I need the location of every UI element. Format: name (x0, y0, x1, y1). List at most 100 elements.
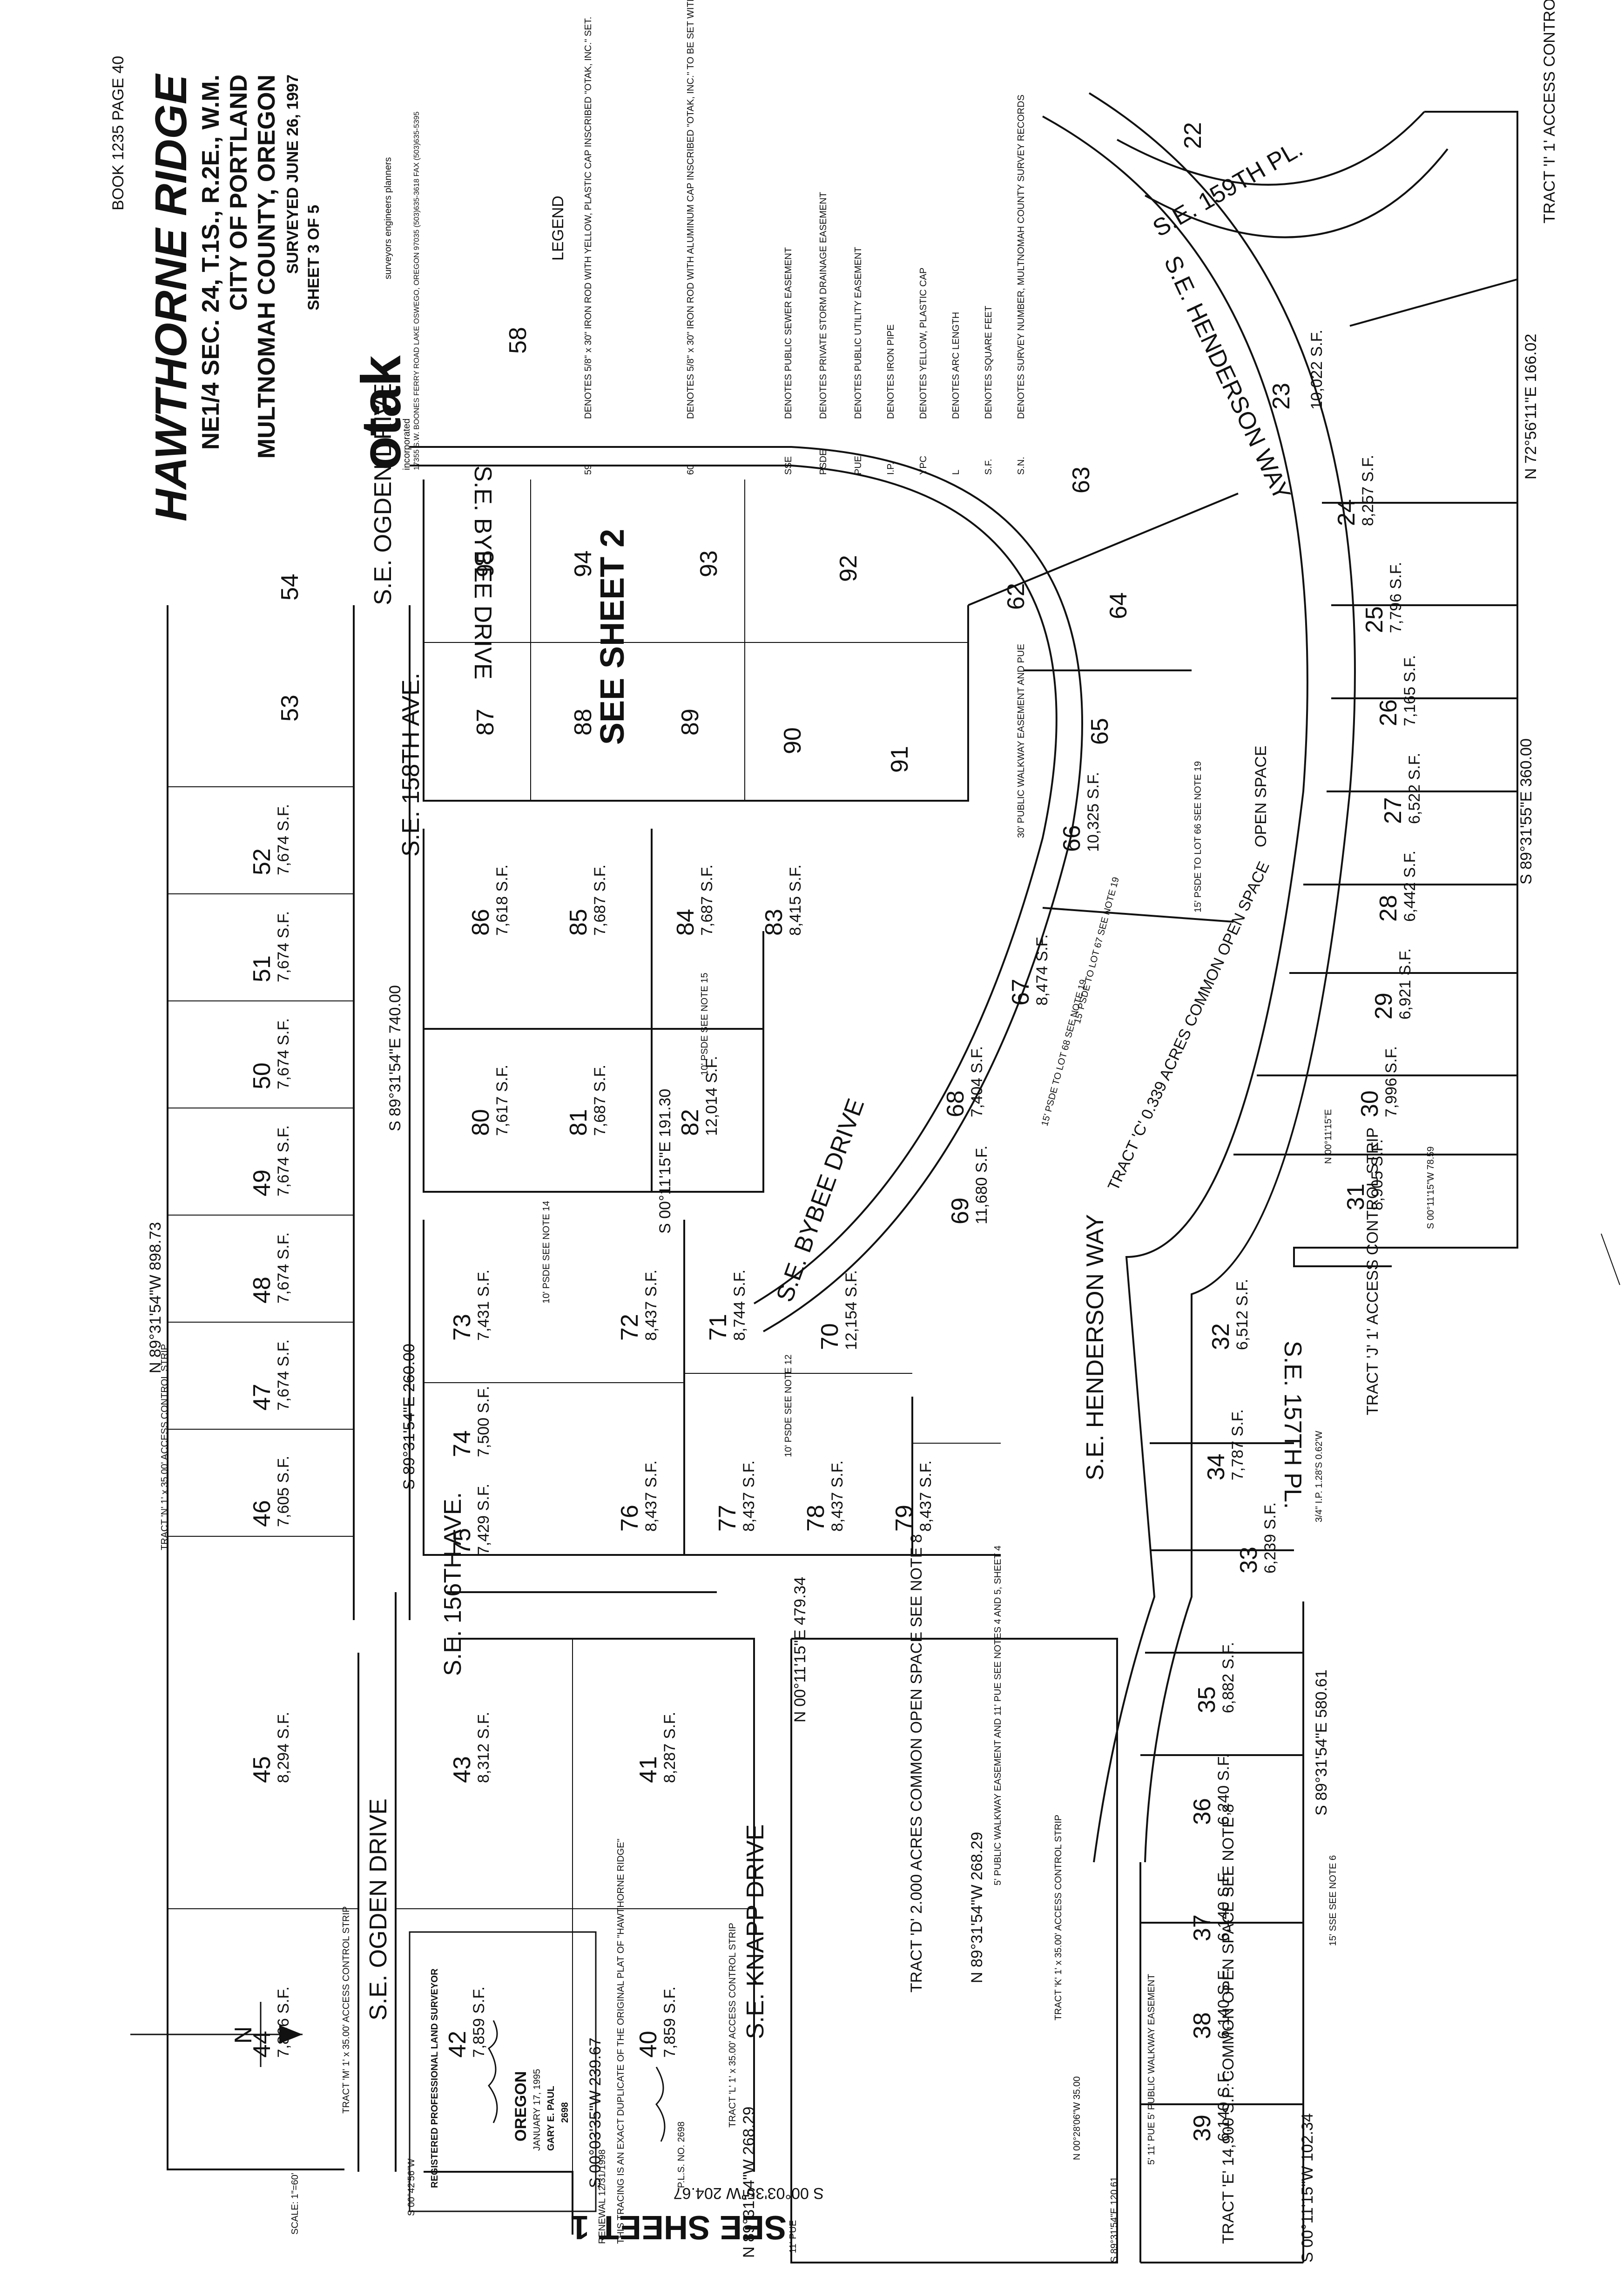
lot-area: 6,140 S.F. (1215, 1968, 1233, 2039)
tracing-statement: THIS TRACING IS AN EXACT DUPLICATE OF TH… (616, 1838, 626, 2244)
street-name: S.E. HENDERSON WAY (1082, 1214, 1109, 1480)
legend-text: DENOTES SQUARE FEET (984, 306, 994, 419)
easement-note: 5' PUBLIC WALKWAY EASEMENT AND 11' PUE S… (993, 1546, 1003, 1885)
lot-number: 70 (816, 1323, 843, 1350)
lot-labels: 22 23 10,022 S.F. 24 8,257 S.F. 25 7,796… (249, 122, 1423, 2142)
tract-label: TRACT 'K' 1' x 35.00' ACCESS CONTROL STR… (1053, 1815, 1064, 2020)
lot-area: 7,796 S.F. (1387, 562, 1405, 633)
scan-mark (1601, 1233, 1620, 1285)
legend-text: DENOTES YELLOW, PLASTIC CAP (918, 268, 929, 419)
street-name: S.E. 159TH PL. (1148, 135, 1307, 243)
lot-number: 39 (1189, 2115, 1216, 2142)
lot-number: 24 (1333, 499, 1360, 526)
lot-area: 7,674 S.F. (275, 1018, 292, 1089)
lot-number: 68 (942, 1090, 969, 1117)
firm-tagline: surveyors engineers planners (383, 157, 393, 279)
street-curve (410, 465, 1058, 1304)
lot-number: 40 (635, 2031, 662, 2058)
bearing-label: S 89°31'54"E 120.61 (1109, 2176, 1119, 2263)
block-line (423, 1220, 1001, 1556)
lot-number: 43 (449, 1756, 476, 1783)
lot-area: 8,437 S.F. (642, 1460, 660, 1532)
lot-number: 26 (1375, 699, 1402, 726)
lot-area: 12,014 S.F. (703, 1056, 721, 1136)
lot-number: 58 (505, 327, 532, 354)
lot-area: 7,674 S.F. (275, 804, 292, 875)
bearing-label: N 00°11'15"E 479.34 (791, 1577, 809, 1723)
lot-number: 90 (779, 727, 806, 754)
tract-label: TRACT 'E' 14,900 S.F. COMMON OPEN SPACE … (1220, 1804, 1237, 2244)
scale-north: SCALE: 1"=60' N (130, 2002, 303, 2235)
lot-area: 6,140 S.F. (1215, 2070, 1233, 2142)
pls-number: P.L.S. NO. 2698 (676, 2121, 687, 2188)
bearing-label: S 00°03'35"W 204.67 (674, 2184, 824, 2202)
lot-number: 48 (249, 1277, 276, 1304)
easement-note: 3/4" I.P. 1.28'S 0.62'W (1314, 1431, 1324, 1522)
lot-number: 76 (616, 1505, 643, 1532)
legend-key: S.F. (984, 459, 994, 475)
legend-text: DENOTES PUBLIC SEWER EASEMENT (783, 247, 794, 419)
lot-number: 31 (1342, 1183, 1369, 1210)
sheet-references: SEE SHEET 2 SEE SHEET 1 (571, 529, 787, 2246)
lot-number: 87 (472, 709, 499, 736)
tract-boundary (790, 1638, 1118, 2263)
legend-key: S.N. (1016, 457, 1026, 475)
lot-number: 35 (1193, 1686, 1220, 1713)
plat-linework (167, 92, 1518, 2263)
legend-key: 59 (583, 465, 593, 475)
lot-number: 27 (1380, 797, 1407, 824)
bearing-label: N 72°56'11"E 166.02 (1522, 334, 1540, 480)
legend-heading: LEGEND (549, 196, 567, 261)
renewal-date: RENEWAL 12/31/1998 (597, 2149, 607, 2244)
lot-number: 93 (695, 550, 722, 577)
easement-note: 10' PSDE SEE NOTE 15 (700, 973, 710, 1075)
survey-date: SURVEYED JUNE 26, 1997 (284, 74, 302, 274)
lot-number: 75 (449, 1528, 476, 1555)
lot-number: 36 (1189, 1798, 1216, 1825)
tract-label: TRACT 'C' 0.339 ACRES COMMON OPEN SPACE (1105, 859, 1273, 1193)
lot-number: 37 (1189, 1914, 1216, 1941)
easement-note: 15' PSDE TO LOT 66 SEE NOTE 19 (1193, 761, 1203, 912)
lot-number: 53 (276, 695, 303, 722)
legend-key: I.P. (886, 462, 896, 475)
bearing-label: S 00°42'56"W (406, 2158, 417, 2216)
lot-area: 7,687 S.F. (698, 865, 716, 936)
lot-area: 8,437 S.F. (917, 1460, 935, 1532)
legend-text: DENOTES IRON PIPE (886, 324, 896, 419)
lot-area: 8,474 S.F. (1033, 934, 1051, 1006)
lot-area: 8,744 S.F. (731, 1270, 748, 1341)
boundary-line (1424, 111, 1518, 219)
lot-number: 47 (249, 1384, 276, 1411)
lot-area: 8,437 S.F. (642, 1270, 660, 1341)
lot-area: 6,442 S.F. (1401, 851, 1419, 922)
lot-area: 10,325 S.F. (1085, 772, 1102, 852)
firm-logo: otak (350, 355, 412, 470)
lot-number: 30 (1356, 1090, 1383, 1117)
lot-number: 63 (1068, 466, 1095, 493)
bearing-label: N 00°11'15"E (1323, 1109, 1334, 1164)
lot-area: 7,687 S.F. (591, 1065, 609, 1136)
stamp-line: 2698 (560, 2102, 570, 2123)
signature-icon (487, 2020, 498, 2123)
lot-number: 25 (1361, 606, 1388, 633)
easement-note: 15' SSE SEE NOTE 6 (1328, 1855, 1338, 1946)
boundary-line (424, 2171, 573, 2235)
lot-line (968, 493, 1239, 606)
location-line-2: CITY OF PORTLAND (225, 74, 252, 311)
lot-line (1042, 907, 1234, 923)
lot-number: 67 (1007, 979, 1034, 1006)
street-name: S.E. KNAPP DRIVE (742, 1824, 769, 2039)
street-name: S.E. 156TH AVE. (439, 1492, 466, 1676)
lot-number: 78 (802, 1505, 829, 1532)
street-curve (1088, 92, 1356, 1863)
lot-line (1349, 278, 1518, 327)
bearing-label: S 00°11'15"W 78.59 (1426, 1146, 1436, 1229)
street-name: S.E. 158TH AVE. (398, 673, 425, 857)
lot-area: 7,787 S.F. (1229, 1409, 1247, 1480)
firm-subtitle: incorporated (402, 419, 412, 470)
lot-number: 29 (1370, 993, 1397, 1020)
lot-area: 7,674 S.F. (275, 1125, 292, 1196)
legend-text: DENOTES PUBLIC UTILITY EASEMENT (853, 247, 863, 419)
lot-area: 7,404 S.F. (968, 1046, 986, 1117)
lot-area: 7,996 S.F. (1382, 1046, 1400, 1117)
